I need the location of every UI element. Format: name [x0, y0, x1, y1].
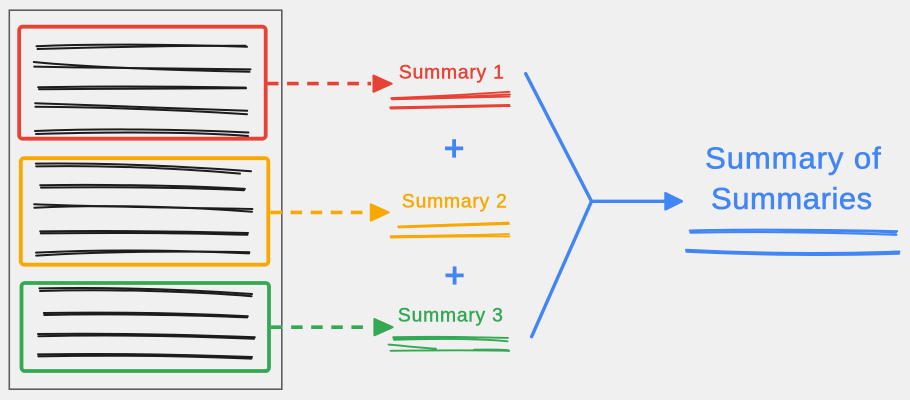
svg-text:Summary 3: Summary 3 — [398, 306, 504, 327]
svg-text:Summary of: Summary of — [705, 140, 882, 175]
svg-text:Summaries: Summaries — [711, 181, 873, 216]
svg-text:Summary 1: Summary 1 — [399, 63, 505, 84]
svg-text:Summary 2: Summary 2 — [402, 191, 508, 212]
